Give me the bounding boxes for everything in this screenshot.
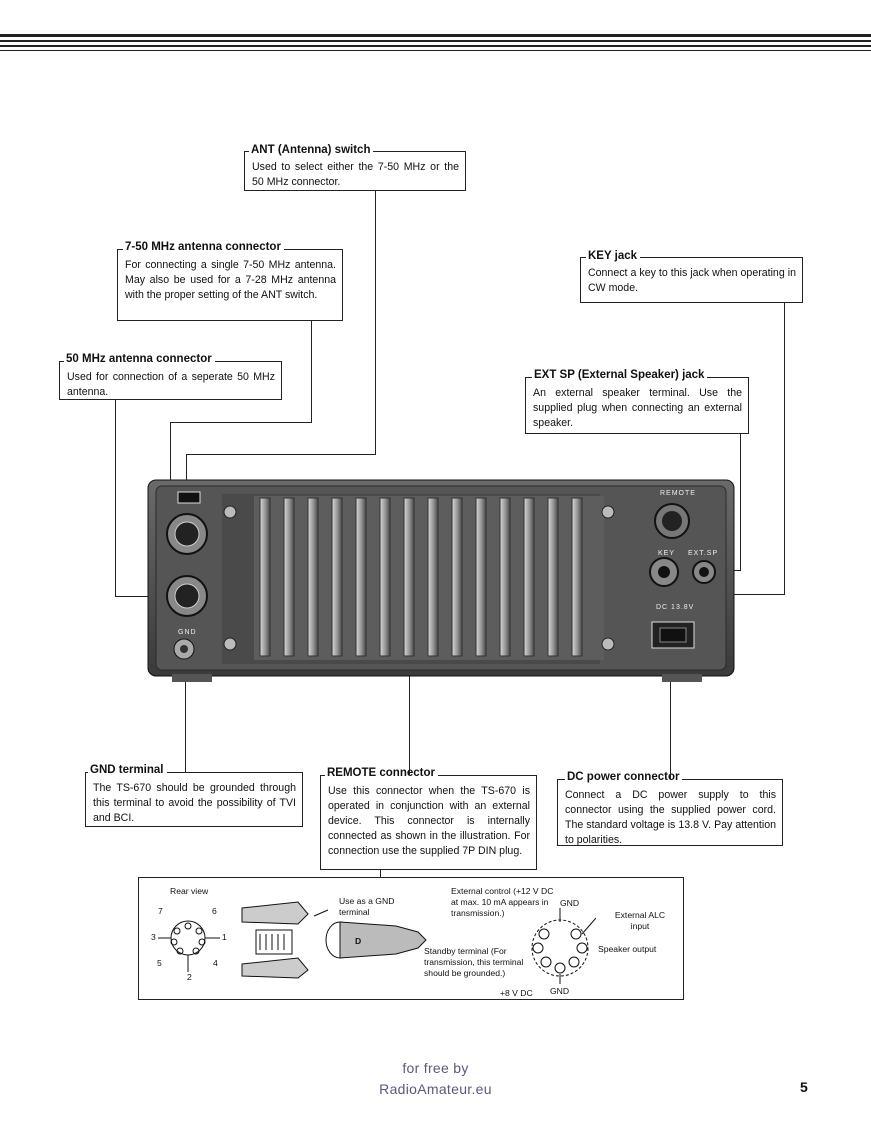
ant-switch-callout: Used to select either the 7-50 MHz or th… <box>244 151 466 191</box>
ant-750-title: 7-50 MHz antenna connector <box>123 241 284 253</box>
key-jack-text: Connect a key to this jack when operatin… <box>588 267 796 294</box>
heatsink-fin <box>379 497 391 657</box>
leader-line <box>380 870 381 878</box>
din-plug-illustration <box>241 901 427 979</box>
panel-label-key: KEY <box>658 550 676 557</box>
header-rule <box>0 45 871 47</box>
heatsink-fin <box>571 497 583 657</box>
gnd-text: The TS-670 should be grounded through th… <box>93 782 296 824</box>
gnd-top-label: GND <box>560 898 580 908</box>
remote-callout: Use this connector when the TS-670 is op… <box>320 775 537 870</box>
ant-750-callout: For connecting a single 7-50 MHz antenna… <box>117 249 343 321</box>
rear-panel-illustration <box>147 479 735 682</box>
remote-text: Use this connector when the TS-670 is op… <box>328 785 530 857</box>
speaker-output-label: Speaker output <box>598 944 657 954</box>
heatsink-fin <box>307 497 319 657</box>
gnd-bottom-label: GND <box>550 986 570 996</box>
pin-label-6: 6 <box>212 906 217 916</box>
plug-letter: D <box>355 936 362 946</box>
ant-switch-text: Used to select either the 7-50 MHz or th… <box>252 161 459 188</box>
dc-callout: Connect a DC power supply to this connec… <box>557 779 783 846</box>
leader-line <box>170 422 171 522</box>
leader-line <box>170 422 312 423</box>
ant-50-text: Used for connection of a seperate 50 MHz… <box>67 371 275 398</box>
gnd-callout: The TS-670 should be grounded through th… <box>85 772 303 827</box>
pin-label-1: 1 <box>222 932 227 942</box>
ext-control-label: External control (+12 V DC at max. 10 mA… <box>451 886 554 918</box>
ext-sp-callout: An external speaker terminal. Use the su… <box>525 377 749 434</box>
panel-label-ext-sp: EXT.SP <box>688 550 719 557</box>
ant-switch-title: ANT (Antenna) switch <box>249 144 374 156</box>
leader-line <box>115 400 116 596</box>
leader-line <box>375 191 376 454</box>
leader-line <box>115 596 175 597</box>
heatsink-fin <box>403 497 415 657</box>
ant-50-callout: Used for connection of a seperate 50 MHz… <box>59 361 282 400</box>
footer-link[interactable]: RadioAmateur.eu <box>379 1081 492 1097</box>
plus8-label: +8 V DC <box>500 988 533 998</box>
page-number: 5 <box>800 1079 808 1095</box>
ext-alc-label: External ALC input <box>614 910 666 931</box>
leader-line <box>185 655 186 772</box>
panel-label-dc: DC 13.8V <box>656 604 695 611</box>
pin-label-4: 4 <box>213 958 218 968</box>
heatsink-fin <box>523 497 535 657</box>
leader-line <box>311 321 312 422</box>
key-jack-title: KEY jack <box>586 250 641 262</box>
heatsink-fin <box>451 497 463 657</box>
heatsink-fin <box>283 497 295 657</box>
connector-diagram <box>138 877 684 1000</box>
ant-750-text: For connecting a single 7-50 MHz antenna… <box>125 259 336 301</box>
din-socket-front-view <box>531 908 596 984</box>
use-gnd-label: Use as a GND terminal <box>339 896 395 917</box>
key-jack-callout: Connect a key to this jack when operatin… <box>580 257 803 303</box>
pin-label-3: 3 <box>151 932 156 942</box>
panel-label-gnd: GND <box>178 629 197 636</box>
leader-line <box>784 303 785 594</box>
pin-label-5: 5 <box>157 958 162 968</box>
dc-title: DC power connector <box>565 771 683 783</box>
heatsink-fin <box>547 497 559 657</box>
header-rule <box>0 34 871 37</box>
pin-label-2: 2 <box>187 972 192 982</box>
heatsink-fin <box>427 497 439 657</box>
pin-label-7: 7 <box>158 906 163 916</box>
header-rule <box>0 50 871 51</box>
panel-label-remote: REMOTE <box>660 490 696 497</box>
header-rule <box>0 40 871 42</box>
leader-line <box>186 454 187 501</box>
din-rear-view <box>158 920 220 972</box>
heatsink-fin <box>499 497 511 657</box>
heatsink-fin <box>331 497 343 657</box>
ext-sp-text: An external speaker terminal. Use the su… <box>533 387 742 429</box>
footer-line1: for free by <box>402 1060 469 1076</box>
leader-line <box>670 640 671 779</box>
ext-sp-title: EXT SP (External Speaker) jack <box>532 369 708 381</box>
heatsink-fin <box>475 497 487 657</box>
standby-label: Standby terminal (For transmission, this… <box>424 946 524 978</box>
rear-view-label: Rear view <box>170 886 209 896</box>
remote-title: REMOTE connector <box>325 767 438 779</box>
heatsink-fin <box>259 497 271 657</box>
dc-text: Connect a DC power supply to this connec… <box>565 789 776 846</box>
leader-line <box>186 454 376 455</box>
heatsink-fin <box>355 497 367 657</box>
ant-50-title: 50 MHz antenna connector <box>64 353 215 365</box>
leader-line <box>740 434 741 570</box>
gnd-title: GND terminal <box>88 764 167 776</box>
